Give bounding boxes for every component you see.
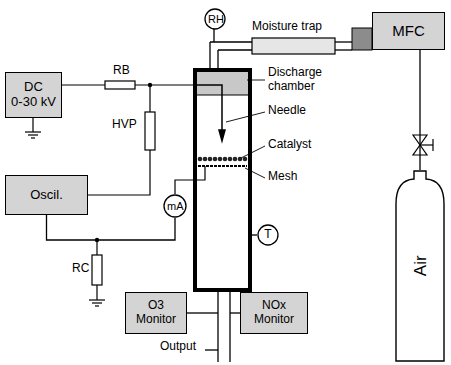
- instrument-box: Oscil.: [5, 175, 88, 215]
- resistor-symbol: [92, 255, 102, 285]
- catalyst-bed: [228, 157, 233, 162]
- gas-pipe: [213, 28, 214, 42]
- hv-wiring: [135, 84, 195, 85]
- node-text: mA: [167, 200, 183, 213]
- hv-probe: [145, 112, 155, 150]
- hv-wiring: [62, 84, 105, 85]
- valve-symbol: [413, 135, 433, 155]
- node-text: NOx Monitor: [244, 299, 304, 327]
- ground-symbol: [25, 131, 41, 132]
- output-tube: [187, 312, 218, 313]
- monitor-box: NOx Monitor: [240, 292, 308, 334]
- part-label: Catalyst: [268, 138, 311, 152]
- part-label: Output: [160, 340, 196, 354]
- ground-symbol: [31, 137, 35, 138]
- needle: [219, 130, 225, 141]
- output-tube: [250, 234, 257, 235]
- catalyst-bed: [198, 157, 203, 162]
- part-label: Discharge chamber: [268, 66, 338, 94]
- sensor-circle-outline: [258, 225, 278, 245]
- wire-connector: [419, 50, 420, 170]
- power-supply-box: DC0-30 kV: [5, 72, 62, 118]
- part-label: Moisture trap: [252, 20, 322, 34]
- sensor-circle-outline: [205, 9, 225, 29]
- hv-wiring: [96, 285, 97, 300]
- controller-box: MFC: [372, 12, 445, 50]
- meter-circle-outline: [164, 195, 186, 217]
- part-label: RB: [113, 64, 130, 78]
- output-tube: [229, 290, 230, 362]
- node-text: T: [264, 228, 271, 242]
- part-label: HVP: [112, 118, 137, 132]
- gas-cylinder: Air: [395, 170, 445, 362]
- catalyst-bed: [233, 157, 238, 162]
- part-label: RC: [72, 262, 89, 276]
- gas-pipe: [210, 41, 252, 42]
- node-text: RH: [208, 13, 222, 26]
- leader-line: [245, 168, 265, 178]
- mfc-controller: [352, 28, 372, 50]
- node-text: 0-30 kV: [11, 95, 56, 110]
- part-label: Mesh: [268, 170, 297, 184]
- gas-pipe: [335, 49, 352, 50]
- ground-symbol: [28, 134, 38, 135]
- ground-symbol: [25, 132, 105, 306]
- sensor-circle: T: [257, 224, 279, 246]
- hv-wiring: [96, 240, 97, 255]
- output-tube: [230, 312, 240, 313]
- wire-connector: [47, 215, 176, 240]
- valve-symbol: [420, 144, 433, 145]
- cylinder-outline: [396, 171, 444, 361]
- catalyst-bed: [208, 157, 213, 162]
- catalyst-bed: [218, 157, 223, 162]
- catalyst-bed: [223, 157, 228, 162]
- hv-wiring: [149, 85, 150, 112]
- catalyst-bed: [213, 157, 218, 162]
- leader-line: [226, 80, 265, 178]
- resistor-symbol: [105, 81, 135, 89]
- node-text: MFC: [392, 22, 425, 39]
- gas-pipe: [209, 42, 210, 70]
- ground-symbol: [95, 305, 99, 306]
- ground-symbol: [92, 302, 102, 303]
- leader-line: [247, 80, 265, 81]
- moisture-trap: [252, 38, 335, 54]
- gas-pipe: [335, 41, 352, 42]
- hv-wiring: [88, 150, 150, 195]
- meter-circle: mA: [163, 194, 187, 218]
- needle: [195, 85, 225, 141]
- junction-dot: [148, 83, 152, 87]
- catalyst-bed: [203, 157, 208, 162]
- ground-symbol: [89, 299, 105, 300]
- node-text: Air: [410, 256, 430, 277]
- hv-wiring: [32, 118, 33, 132]
- gas-pipe: [217, 50, 218, 70]
- catalyst-bed: [198, 157, 248, 162]
- node-text: Oscil.: [30, 188, 63, 203]
- monitor-box: O3 Monitor: [125, 292, 187, 334]
- gas-pipe: [210, 28, 352, 70]
- gas-pipe: [218, 49, 252, 50]
- hv-wiring: [175, 166, 205, 194]
- valve-symbol: [432, 139, 433, 151]
- node-text: O3 Monitor: [129, 299, 183, 327]
- part-label: Needle: [268, 104, 306, 118]
- needle: [195, 85, 222, 130]
- node-text: DC: [24, 80, 43, 95]
- output-tube: [205, 349, 218, 350]
- sensor-circle: RH: [204, 8, 226, 30]
- leader-line: [226, 112, 265, 122]
- catalyst-bed: [243, 157, 248, 162]
- output-tube: [217, 290, 218, 362]
- leader-line: [241, 146, 265, 158]
